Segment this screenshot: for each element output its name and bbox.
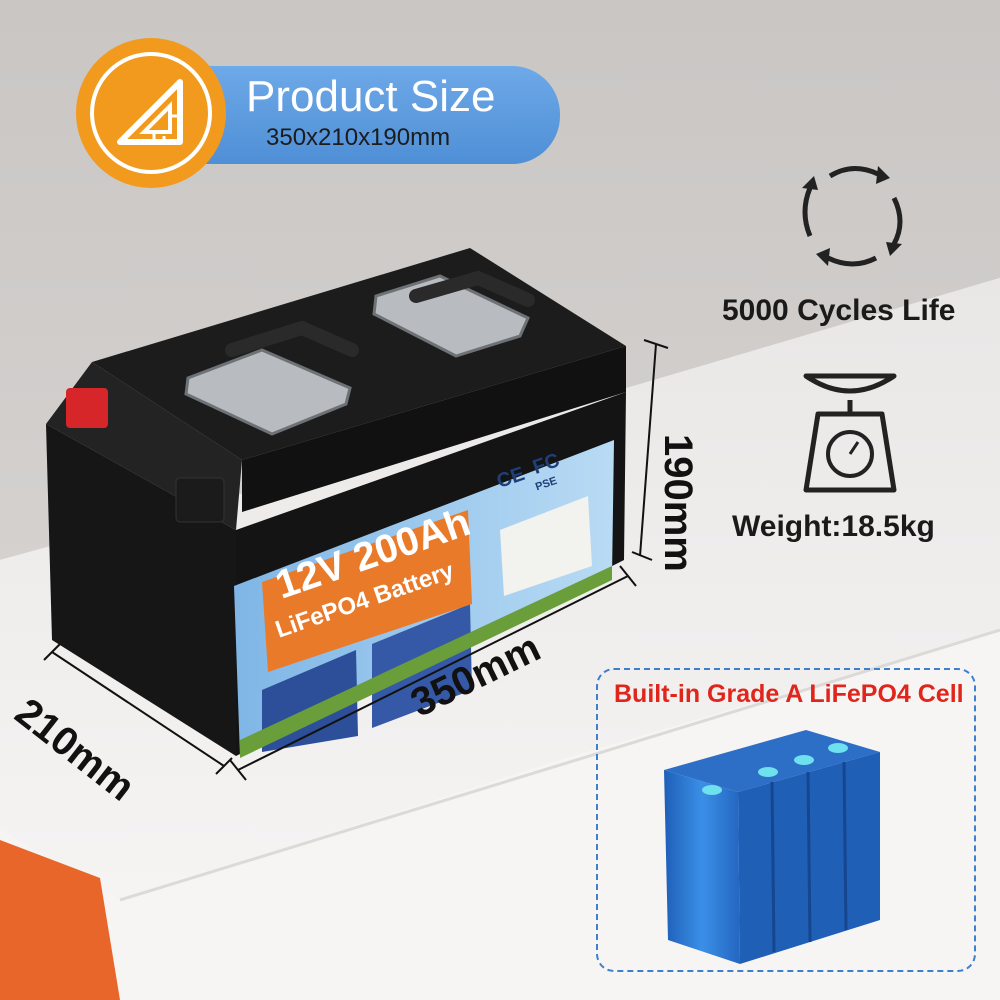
weight-label: Weight:18.5kg xyxy=(732,510,935,543)
battery-image xyxy=(46,248,626,758)
weight-scale-icon xyxy=(800,366,900,501)
dimension-lines xyxy=(43,339,669,781)
product-size-title: Product Size xyxy=(246,72,496,121)
height-dimension-label: 190mm xyxy=(656,434,700,572)
product-size-dimensions: 350x210x190mm xyxy=(266,124,451,151)
cell-inset-title: Built-in Grade A LiFePO4 Cell xyxy=(614,680,964,708)
orange-corner xyxy=(0,840,120,1000)
ruler-triangle-icon xyxy=(90,52,212,174)
cell-inset-frame xyxy=(596,668,976,972)
cycles-life-label: 5000 Cycles Life xyxy=(722,294,956,327)
battery-cells-image xyxy=(664,730,880,964)
cycle-arrows-icon xyxy=(790,152,916,283)
